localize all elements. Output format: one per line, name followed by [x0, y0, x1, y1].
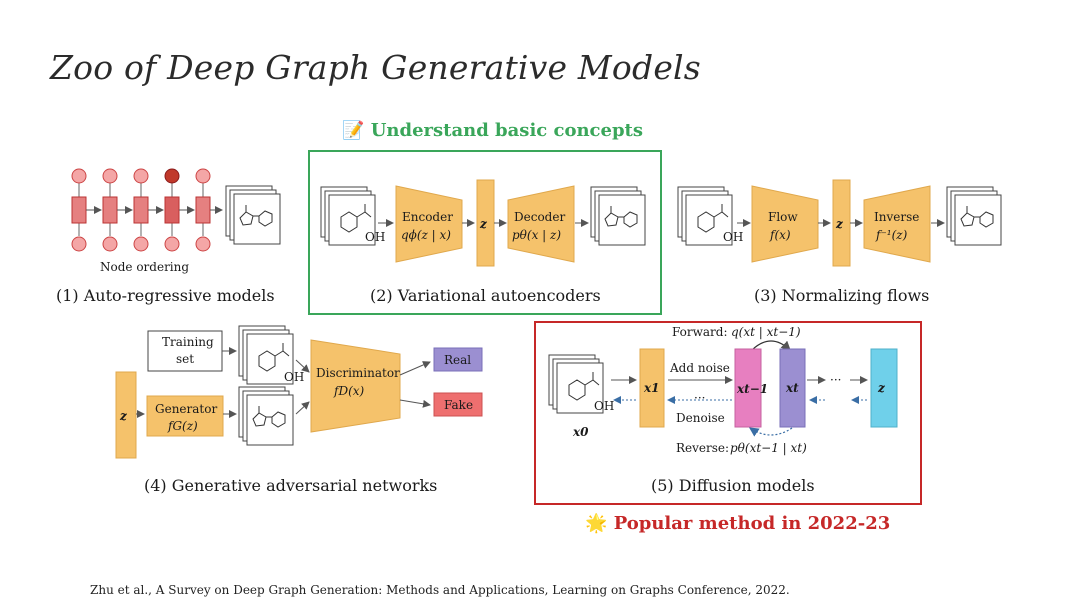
encoder-trapezoid: [395, 185, 463, 263]
generator-label: Generator: [155, 402, 217, 416]
caption-diffusion: (5) Diffusion models: [651, 476, 815, 495]
flow-label: Flow: [768, 210, 798, 224]
flows-output-molecule: [946, 186, 1002, 246]
inverse-math: f⁻¹(z): [875, 228, 908, 242]
forward-label: Forward:: [672, 325, 728, 339]
real-label-box: [433, 347, 483, 372]
discriminator-label: Discriminator: [316, 366, 400, 380]
slide-title: Zoo of Deep Graph Generative Models: [50, 48, 701, 87]
oh-label: OH: [284, 370, 304, 384]
gan-z-label: z: [119, 409, 128, 423]
real-label: Real: [444, 353, 471, 367]
output-molecule-stack: [225, 185, 281, 245]
citation-footer: Zhu et al., A Survey on Deep Graph Gener…: [90, 583, 790, 597]
diffusion-diagram: Forward: q(xt | xt−1) OH x0 x1 Add noise…: [534, 321, 922, 505]
discriminator-trapezoid: [310, 339, 401, 433]
generator-math: fG(z): [167, 419, 198, 433]
xt-minus-1-label: xt−1: [736, 382, 768, 396]
fake-label-box: [433, 392, 483, 417]
inverse-label: Inverse: [874, 210, 919, 224]
xt-minus-1-block: [734, 348, 762, 428]
caption-vae: (2) Variational autoencoders: [370, 286, 601, 305]
vae-z-label: z: [479, 217, 488, 231]
caption-autoregressive: (1) Auto-regressive models: [56, 286, 275, 305]
decoder-label: Decoder: [514, 210, 565, 224]
gan-noise-z: [115, 371, 137, 459]
x1-label: x1: [643, 381, 660, 395]
add-noise-label: Add noise: [669, 361, 730, 375]
diffusion-latent-z: [870, 348, 898, 428]
oh-label: OH: [594, 399, 614, 413]
generator-box: [146, 395, 224, 437]
diffusion-red-box: [534, 321, 922, 505]
inverse-trapezoid: [863, 185, 931, 263]
training-set-label-2: set: [176, 352, 194, 366]
training-set-box: [147, 330, 223, 372]
vae-output-molecule: [590, 186, 646, 246]
green-callout: 📝 Understand basic concepts: [342, 120, 643, 141]
x1-block: [639, 348, 665, 428]
decoder-math: pθ(x | z): [512, 228, 561, 242]
forward-math: q(xt | xt−1): [731, 325, 801, 339]
flows-z-label: z: [835, 217, 844, 231]
discriminator-math: fD(x): [333, 384, 365, 398]
rnn-chain: [71, 168, 223, 252]
gan-diagram: Training set OH z Generator fG(z) Discri…: [115, 325, 483, 459]
flows-diagram: OH Flow f(x) z Inverse f⁻¹(z): [677, 179, 1002, 267]
forward-arc-arrow: [751, 340, 791, 351]
memo-icon: 📝: [342, 120, 365, 141]
x0-label: x0: [572, 425, 589, 439]
caption-flows: (3) Normalizing flows: [754, 286, 930, 305]
oh-label: OH: [365, 230, 385, 244]
encoder-math: qϕ(z | x): [401, 228, 451, 242]
encoder-label: Encoder: [402, 210, 453, 224]
reverse-label: Reverse:: [676, 441, 729, 455]
xt-label: xt: [785, 381, 799, 395]
green-callout-text: Understand basic concepts: [370, 120, 644, 141]
denoise-label: Denoise: [676, 411, 725, 425]
caption-gan: (4) Generative adversarial networks: [144, 476, 438, 495]
flow-trapezoid: [751, 185, 819, 263]
vae-green-box: [308, 150, 662, 315]
vae-diagram: OH Encoder qϕ(z | x) z Decoder pθ(x | z): [308, 150, 662, 315]
oh-label: OH: [723, 230, 743, 244]
fake-label: Fake: [444, 398, 473, 412]
diffusion-z-label: z: [877, 381, 886, 395]
star-icon: 🌟: [585, 513, 608, 534]
dots-right: ···: [830, 373, 841, 387]
autoregressive-diagram: Node ordering: [71, 168, 281, 274]
red-callout: 🌟 Popular method in 2022-23: [585, 513, 890, 534]
reverse-math: pθ(xt−1 | xt): [730, 441, 807, 455]
flow-math: f(x): [769, 228, 791, 242]
training-set-label-1: Training: [162, 335, 214, 349]
red-callout-text: Popular method in 2022-23: [613, 513, 891, 534]
dots-mid: ···: [694, 391, 705, 405]
node-ordering-label: Node ordering: [100, 260, 189, 274]
decoder-trapezoid: [507, 185, 575, 263]
reverse-arc-arrow: [749, 427, 793, 437]
gan-fake-molecule: [238, 386, 294, 446]
xt-block: [779, 348, 806, 428]
